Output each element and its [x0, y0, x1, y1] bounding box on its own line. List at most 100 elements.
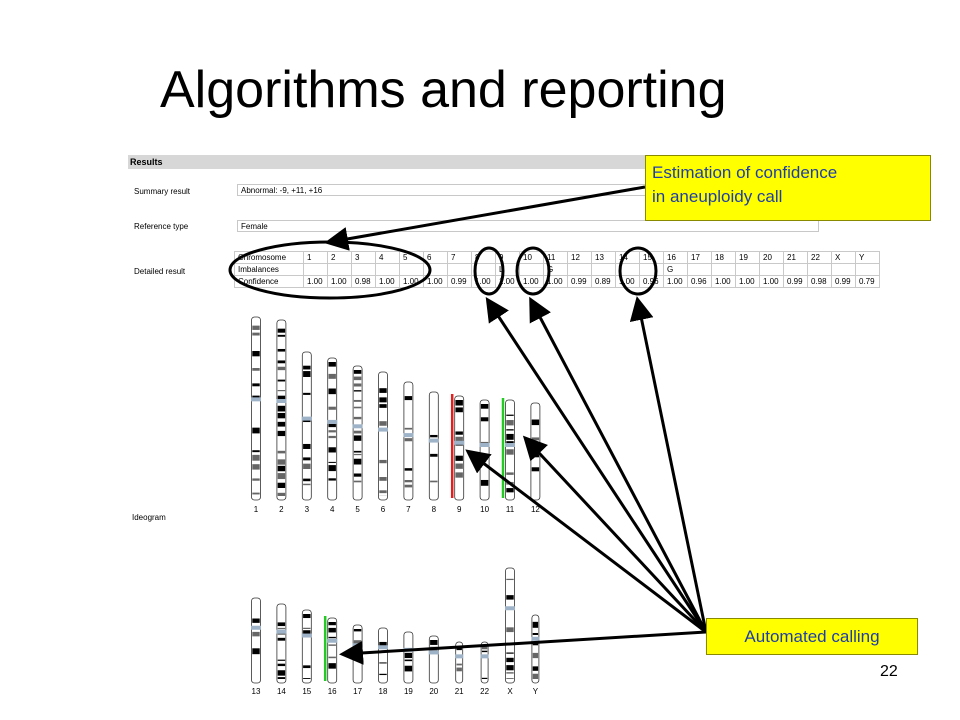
chromosome-band	[506, 429, 514, 431]
chromosome-band	[277, 379, 286, 382]
chromosome-band	[277, 430, 286, 437]
chromosome-band	[277, 459, 286, 465]
centromere	[428, 438, 439, 443]
chromosome-band	[404, 438, 413, 442]
chromosome-band	[303, 483, 311, 486]
centromere	[352, 643, 363, 648]
chromosome-band	[481, 646, 488, 650]
chromosome-band	[328, 435, 336, 439]
chromosome-band	[506, 678, 514, 679]
chromosome-9-highlight	[473, 246, 505, 296]
chromosome-band	[379, 641, 387, 648]
chromosome-band	[328, 644, 336, 646]
chromosome-band	[328, 622, 336, 626]
chromosome-band	[430, 434, 438, 438]
chromosome-band	[277, 637, 286, 641]
chromosome-band	[455, 407, 463, 413]
chromosome-label: 16	[328, 687, 337, 696]
chromosome-band	[252, 427, 260, 434]
reference-type-label: Reference type	[134, 222, 189, 231]
chromosome-band	[379, 490, 387, 494]
chromosome-band	[430, 640, 438, 645]
chromosome-band	[277, 492, 286, 496]
chromosome-band	[455, 463, 463, 469]
chromosome-band	[252, 325, 260, 330]
chromosome-band	[532, 642, 539, 646]
chromosome-label: 17	[353, 687, 362, 696]
chromosome-label: 20	[429, 687, 438, 696]
chromosome-band	[252, 383, 260, 387]
chromosome-band	[480, 417, 489, 422]
chromosome-band	[379, 397, 387, 403]
chromosome-label: 4	[330, 505, 335, 514]
centromere	[327, 638, 338, 643]
centromere	[455, 654, 464, 659]
chromosome-band	[252, 368, 260, 371]
chromosome-band	[353, 399, 362, 402]
chromosome-18	[378, 627, 388, 684]
chromosome-band	[252, 351, 260, 357]
chromosome-band	[506, 627, 514, 633]
centromere	[378, 645, 388, 650]
chromosome-label: 11	[506, 505, 515, 514]
chromosome-16	[327, 617, 338, 684]
annotation-arrow	[339, 630, 707, 665]
chromosome-label: 8	[432, 505, 437, 514]
chromosome-band	[531, 419, 540, 426]
chromosome-band	[532, 621, 539, 628]
chromosome-band	[456, 667, 462, 672]
reference-type-field[interactable]: Female	[237, 220, 819, 232]
chromosome-label: 7	[406, 505, 411, 514]
chromosome-11-highlight	[515, 246, 551, 296]
chromosome-band	[353, 480, 362, 483]
chromosome-label: 13	[252, 687, 261, 696]
imbalance-markers	[323, 394, 505, 681]
chromosome-band	[353, 376, 362, 381]
table-cell: 0.99	[567, 275, 592, 288]
chromosome-band	[506, 657, 514, 663]
confidence-callout-line1: Estimation of confidence	[652, 163, 838, 182]
chromosome-band	[481, 650, 488, 653]
chromosome-band	[506, 420, 514, 426]
chromosome-band	[252, 454, 260, 461]
chromosome-band	[252, 464, 260, 470]
centromere	[454, 440, 465, 445]
chromosome-band	[481, 677, 488, 679]
chromosome-band	[277, 465, 286, 472]
centromere	[505, 606, 515, 611]
chromosome-band	[404, 468, 413, 471]
centromere	[531, 636, 540, 641]
table-cell: 0.99	[831, 275, 856, 288]
chromosome-band	[379, 404, 387, 408]
chromosome-band	[353, 370, 362, 374]
chromosome-band	[506, 414, 514, 416]
chromosome-band	[353, 450, 362, 453]
chromosome-band	[328, 636, 336, 639]
chromosome-3	[301, 351, 312, 501]
chromosome-band	[277, 395, 286, 401]
chromosome-label: 14	[277, 687, 286, 696]
chromosome-label: 5	[355, 505, 360, 514]
chromosome-band	[430, 480, 438, 483]
chromosome-band	[404, 652, 413, 659]
chromosome-label: 3	[305, 505, 310, 514]
chromosome-band	[532, 652, 539, 659]
slide-title: Algorithms and reporting	[160, 61, 727, 119]
chromosome-band	[480, 404, 489, 409]
chromosome-band	[277, 677, 286, 679]
chromosome-band	[532, 632, 539, 635]
chromosome-band	[328, 465, 336, 472]
chromosome-band	[277, 482, 286, 488]
chromosome-band	[328, 478, 336, 481]
centromere	[378, 427, 388, 432]
chromosome-band	[252, 492, 260, 495]
annotation-arrow	[324, 185, 646, 251]
chromosome-band	[328, 362, 336, 367]
chromosome-band	[430, 453, 438, 457]
confidence-callout-line2: in aneuploidy call	[652, 187, 783, 206]
table-cell: 0.98	[351, 275, 376, 288]
chromosome-band	[277, 663, 286, 667]
annotation-arrow	[522, 435, 708, 634]
summary-result-label: Summary result	[134, 187, 191, 196]
chromosome-band	[252, 332, 260, 336]
